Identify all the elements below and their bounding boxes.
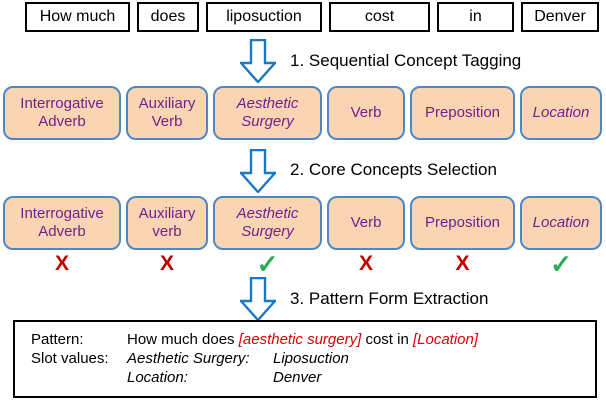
step-label-2: 2. Core Concepts Selection (290, 160, 497, 179)
check-mark-icon: ✓ (520, 250, 602, 278)
slot-values-label: Slot values: (31, 350, 109, 367)
sentence-row: How much does liposuction cost in Denver (25, 2, 599, 32)
pattern-prefix: How much does (127, 331, 239, 348)
slot-value-line: Slot values: Aesthetic Surgery: Liposuct… (31, 349, 595, 368)
pattern-slot-location: [Location] (412, 331, 479, 348)
x-mark-icon: X (126, 250, 208, 278)
tag-box: Location (520, 196, 602, 250)
tag-box: Verb (327, 86, 405, 140)
x-mark-icon: X (410, 250, 515, 278)
step-label-1: 1. Sequential Concept Tagging (290, 51, 522, 70)
x-mark-icon: X (3, 250, 121, 278)
word-box: does (137, 2, 199, 32)
word-box: liposuction (206, 2, 322, 32)
pattern-line: Pattern: How much does [aesthetic surger… (31, 330, 595, 349)
x-mark: X (159, 252, 174, 275)
word-box: Denver (521, 2, 599, 32)
slot-value: Liposuction (273, 350, 349, 367)
slot-value-line: Location: Denver (31, 368, 595, 387)
pattern-text: How much does [aesthetic surgery] cost i… (127, 330, 478, 349)
tag-row-1: Interrogative Adverb Auxiliary Verb Aest… (3, 86, 602, 140)
tag-box: Verb (327, 196, 405, 250)
word-box: How much (25, 2, 130, 32)
slot-name: Aesthetic Surgery: (127, 350, 250, 367)
check-mark: ✓ (256, 249, 279, 279)
pattern-result-box: Pattern: How much does [aesthetic surger… (13, 320, 597, 398)
selection-marks-row: X X ✓ X X ✓ (3, 250, 602, 278)
down-arrow-icon (240, 277, 276, 321)
word-box: in (437, 2, 514, 32)
pattern-middle: cost in (361, 331, 413, 348)
tag-box: Interrogative Adverb (3, 86, 121, 140)
tag-row-2: Interrogative Adverb Auxiliary verb Aest… (3, 196, 602, 250)
tag-box: Interrogative Adverb (3, 196, 121, 250)
tag-box: Location (520, 86, 602, 140)
tag-box: Auxiliary Verb (126, 86, 208, 140)
tag-box: Preposition (410, 86, 515, 140)
tag-box: Aesthetic Surgery (213, 196, 322, 250)
down-arrow-icon (240, 39, 276, 83)
down-arrow-icon (240, 149, 276, 193)
check-mark-icon: ✓ (213, 250, 322, 278)
word-box: cost (329, 2, 430, 32)
check-mark: ✓ (550, 249, 572, 279)
x-mark: X (358, 252, 373, 275)
x-mark-icon: X (327, 250, 405, 278)
tag-box: Aesthetic Surgery (213, 86, 322, 140)
pattern-label: Pattern: (31, 331, 84, 348)
step-label-3: 3. Pattern Form Extraction (290, 289, 489, 308)
slot-value: Denver (273, 369, 322, 386)
x-mark: X (54, 252, 69, 275)
pattern-slot-aesthetic-surgery: [aesthetic surgery] (238, 331, 362, 348)
slot-values-spacer (31, 368, 127, 387)
tag-box: Auxiliary verb (126, 196, 208, 250)
tag-box: Preposition (410, 196, 515, 250)
slot-name: Location: (127, 369, 188, 386)
x-mark: X (455, 252, 470, 275)
